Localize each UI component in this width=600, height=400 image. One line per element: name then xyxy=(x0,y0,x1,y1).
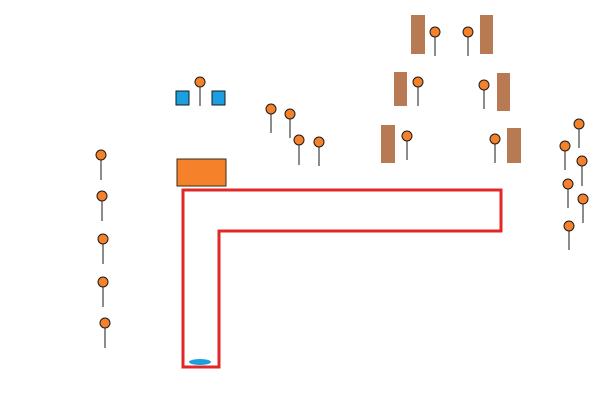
pin xyxy=(95,149,107,180)
pin xyxy=(576,155,588,186)
pin xyxy=(412,76,424,106)
pin xyxy=(97,233,109,264)
pin xyxy=(478,79,490,109)
pin xyxy=(559,140,571,170)
pin xyxy=(563,220,575,250)
pin xyxy=(573,118,585,148)
pin xyxy=(293,134,305,165)
orange-block xyxy=(176,158,227,187)
pin xyxy=(313,136,325,166)
pin xyxy=(562,178,574,208)
pin xyxy=(194,76,206,106)
bench xyxy=(411,15,425,54)
pin xyxy=(429,26,441,56)
pin xyxy=(462,26,474,56)
pin xyxy=(489,133,501,163)
bench xyxy=(507,128,521,163)
blue-square-right xyxy=(211,90,226,106)
pin xyxy=(99,317,111,348)
pin xyxy=(96,190,108,221)
path-outline xyxy=(181,188,503,369)
pin xyxy=(97,276,109,307)
pins-group xyxy=(95,26,589,348)
pin xyxy=(284,108,296,138)
blue-square-left xyxy=(175,90,190,106)
start-marker xyxy=(189,359,211,365)
bench xyxy=(497,73,510,111)
pin xyxy=(265,103,277,133)
pin xyxy=(577,193,589,223)
bench xyxy=(381,125,395,163)
bench xyxy=(480,15,493,54)
bench xyxy=(394,72,407,106)
pin xyxy=(401,130,413,160)
